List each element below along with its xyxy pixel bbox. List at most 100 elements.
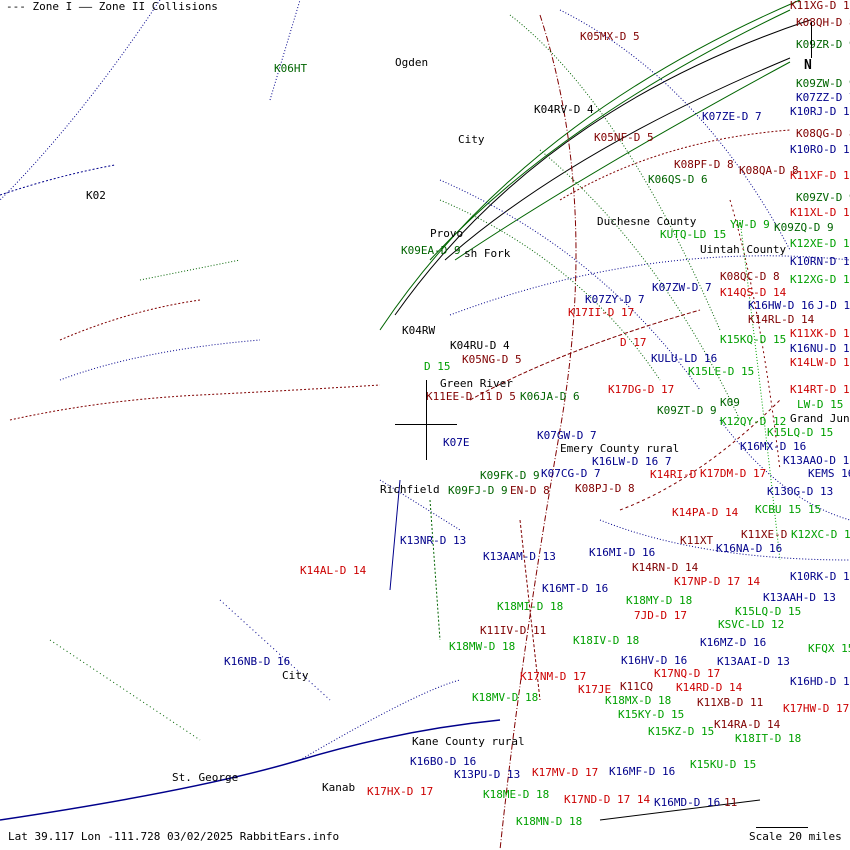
station-label: K15KU-D 15: [690, 758, 757, 771]
station-label: K12XG-D 12: [790, 273, 850, 286]
contour-arc: [0, 719, 501, 821]
station-label: K16HV-D 16: [621, 654, 688, 667]
station-label: K07ZW-D 7: [652, 281, 712, 294]
contour-arc: [454, 61, 791, 261]
station-label: K10RN-D 10: [790, 255, 850, 268]
station-label: Grand Junction: [790, 412, 850, 425]
contour-arc: [449, 255, 850, 316]
station-label: 11: [724, 796, 738, 809]
station-label: K09ZT-D 9: [657, 404, 717, 417]
station-label: K09: [720, 396, 740, 409]
station-label: YW-D 9: [730, 218, 770, 231]
station-label: KULU-LD 16: [651, 352, 718, 365]
station-label: K16MD-D 16: [654, 796, 721, 809]
station-label: K11CQ: [620, 680, 654, 693]
station-label: K08PF-D 8: [674, 158, 734, 171]
station-label: K15KZ-D 15: [648, 725, 715, 738]
station-label: K18ME-D 18: [483, 788, 550, 801]
station-label: K18IV-D 18: [573, 634, 640, 647]
station-label: KUTQ-LD 15: [660, 228, 727, 241]
legend-zone1: --- Zone I: [6, 0, 73, 13]
station-label: K13AAH-D 13: [763, 591, 836, 604]
legend-zone2: —— Zone II Collisions: [78, 0, 218, 13]
station-label: K18MX-D 18: [605, 694, 672, 707]
station-label: sh Fork: [464, 247, 511, 260]
contour-arc: [299, 679, 461, 761]
station-label: K18MN-D 18: [516, 815, 583, 828]
station-label: Provo: [430, 227, 464, 240]
station-label: K11XG-D 11: [790, 0, 850, 12]
station-label: K13PU-D 13: [454, 768, 521, 781]
station-label: K16NU-D 16: [790, 342, 850, 355]
station-label: K18MY-D 18: [626, 594, 693, 607]
station-label: Kanab: [322, 781, 356, 794]
station-label: K07CG-D 7: [541, 467, 601, 480]
station-label: K15KQ-D 15: [720, 333, 787, 346]
station-label: K11XT: [680, 534, 714, 547]
station-label: K15LQ-D 15: [767, 426, 834, 439]
contour-arc: [269, 0, 301, 101]
station-label: LW-D 15: [797, 398, 844, 411]
station-label: St. George: [172, 771, 239, 784]
contour-arc: [719, 419, 850, 521]
station-label: K08QC-D 8: [720, 270, 780, 283]
station-label: Richfield: [380, 483, 440, 496]
station-label: K13AAI-D 13: [717, 655, 790, 668]
station-label: K13OG-D 13: [767, 485, 834, 498]
contour-arc: [599, 799, 761, 821]
station-label: K17II-D 17: [568, 306, 635, 319]
station-label: K16MF-D 16: [609, 765, 676, 778]
station-label: K16BO-D 16: [410, 755, 477, 768]
station-label: K13NR-D 13: [400, 534, 467, 547]
north-indicator: N: [804, 58, 812, 73]
station-label: 7JD-D 17: [634, 609, 687, 622]
contour-arc: [509, 14, 721, 331]
station-label: K17HX-D 17: [367, 785, 434, 798]
station-label: D 5: [496, 390, 516, 403]
scale-label: Scale 20 miles: [749, 830, 842, 843]
station-label: K07ZZ-D 7: [796, 91, 850, 104]
station-label: City: [282, 669, 309, 682]
station-label: K16HD-D 16: [790, 675, 850, 688]
station-label: KEMS 16: [808, 467, 850, 480]
station-label: K09ZR-D 9: [796, 38, 850, 51]
contour-arc: [429, 9, 791, 261]
station-label: K08QH-D 8: [796, 16, 850, 29]
station-label: K17DG-D 17: [608, 383, 675, 396]
contour-arc: [9, 384, 381, 421]
station-label: K11XK-D 11: [790, 327, 850, 340]
station-label: K16NA-D 16: [716, 542, 783, 555]
station-label: Emery County rural: [560, 442, 680, 455]
station-label: K11XL-D 11: [790, 206, 850, 219]
station-label: K18MV-D 18: [472, 691, 539, 704]
station-label: K17ND-D 17 14: [564, 793, 651, 806]
station-label: Kane County rural: [412, 735, 525, 748]
station-label: K05MX-D 5: [580, 30, 640, 43]
station-label: KCBU 15 15: [755, 503, 822, 516]
station-label: K07E: [443, 436, 470, 449]
station-label: K06QS-D 6: [648, 173, 708, 186]
station-label: K09FK-D 9: [480, 469, 540, 482]
contour-arc: [379, 479, 461, 531]
station-label: K16HW-D 16: [748, 299, 815, 312]
station-label: K11XB-D 11: [697, 696, 764, 709]
station-label: K08QG-D 8: [796, 127, 850, 140]
station-label: Uintah County: [700, 243, 787, 256]
station-label: K17NP-D 17 14: [674, 575, 761, 588]
station-label: K14PA-D 14: [672, 506, 739, 519]
station-label: D 17: [620, 336, 647, 349]
station-label: K14RL-D 14: [748, 313, 815, 326]
station-label: D 15: [424, 360, 451, 373]
contour-arc: [59, 299, 201, 341]
contour-arc: [519, 519, 541, 701]
contour-arc: [0, 0, 161, 201]
station-label: K14RT-D 14: [790, 383, 850, 396]
station-label: K17NM-D 17: [520, 670, 587, 683]
station-label: K17MV-D 17: [532, 766, 599, 779]
station-label: K14RD-D 14: [676, 681, 743, 694]
station-label: K04RU-D 4: [450, 339, 510, 352]
station-label: K16MI-D 16: [589, 546, 656, 559]
station-label: K15LE-D 15: [688, 365, 755, 378]
